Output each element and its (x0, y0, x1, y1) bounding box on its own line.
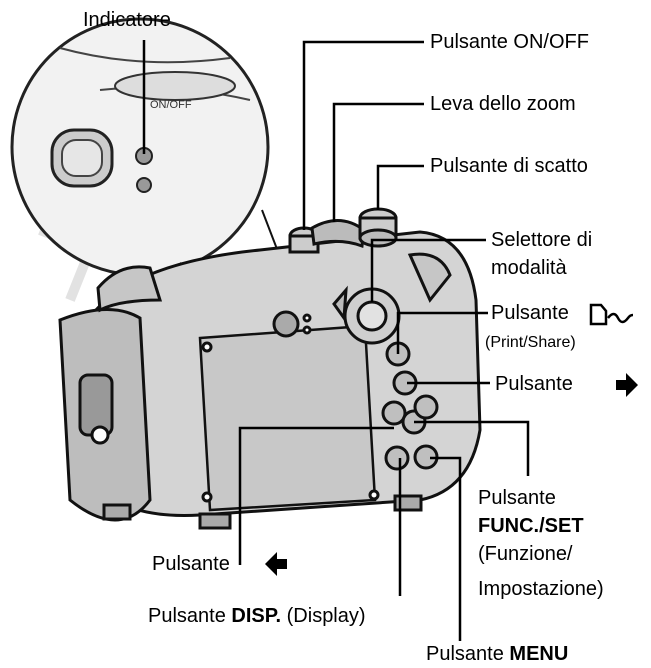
housing-window (198, 324, 377, 512)
zoom-callout: ON/OFF (10, 17, 270, 277)
print-share-sub-label: (Print/Share) (485, 334, 576, 351)
leader-left (238, 426, 394, 565)
arrow-left-icon (265, 552, 287, 576)
zoom-lever-label: Leva dello zoom (430, 93, 576, 115)
disp-button-label: Pulsante DISP. (Display) (148, 605, 366, 627)
func-set-button-label: Pulsante (478, 487, 556, 509)
print-share-button-label: Pulsante (491, 302, 569, 324)
disp-button-graphic (384, 445, 410, 471)
mode-dial-label-line1: Selettore di (491, 229, 593, 251)
left-button-label: Pulsante (152, 553, 230, 575)
func-set-sub-label-2: Impostazione) (478, 578, 604, 600)
mode-dial-label-line2: modalità (491, 257, 567, 279)
shutter-button-label: Pulsante di scatto (430, 155, 588, 177)
leader-power (302, 40, 424, 230)
leader-mode (370, 238, 486, 302)
svg-text:ON/OFF: ON/OFF (150, 99, 192, 111)
arrow-right-icon (616, 373, 638, 397)
print-share-icon (589, 303, 634, 326)
leader-func (414, 420, 530, 476)
zoom-lever-graphic (310, 219, 366, 249)
func-set-sub-label-1: (Funzione/ (478, 543, 573, 565)
camera-housing (58, 207, 482, 530)
leader-print (396, 311, 488, 354)
menu-button-label: Pulsante MENU (426, 643, 569, 665)
leader-menu (430, 456, 462, 641)
leader-lines (142, 40, 530, 641)
leader-zoom (332, 102, 424, 222)
func-set-bold-label: FUNC./SET (478, 515, 584, 537)
right-button-label: Pulsante (495, 373, 573, 395)
indicator-label: Indicatore (83, 9, 171, 31)
leader-shutter (376, 164, 424, 210)
left-button-graphic (381, 400, 407, 426)
power-button-label: Pulsante ON/OFF (430, 31, 589, 53)
